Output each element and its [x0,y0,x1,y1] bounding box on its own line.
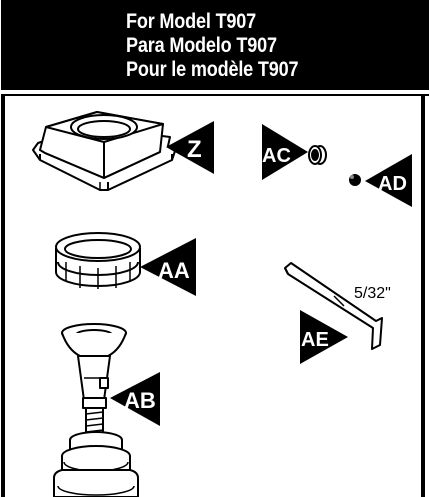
label-ad: AD [378,173,407,195]
label-z: Z [187,136,202,163]
callout-ac [262,124,308,180]
part-z-square-base [32,111,176,191]
header-bar [1,0,429,92]
part-aa-ring-nut [55,232,141,289]
header-rule-line [1,94,429,96]
part-ac-set-screw [308,145,327,165]
part-ab-valve-stem [53,323,139,497]
header-line-french: Pour le modèle T907 [126,58,299,81]
header-rule [1,90,429,94]
callout-ae [300,310,348,364]
part-ae-hex-key [284,262,383,350]
callout-z [166,121,214,174]
label-ac: AC [262,145,291,167]
header-line-english: For Model T907 [126,10,257,33]
callout-ad [365,154,412,207]
header-title: For Model T907 Para Modelo T907 Pour le … [126,10,384,82]
label-aa: AA [158,258,190,283]
callout-ab [110,372,160,426]
callout-aa [140,238,196,296]
label-ab: AB [124,388,156,413]
dimension-leader [333,295,345,307]
label-ae: AE [301,329,329,351]
header-line-spanish: Para Modelo T907 [126,34,277,57]
part-ad-plug [349,174,361,186]
hex-key-size: 5/32" [354,285,391,302]
